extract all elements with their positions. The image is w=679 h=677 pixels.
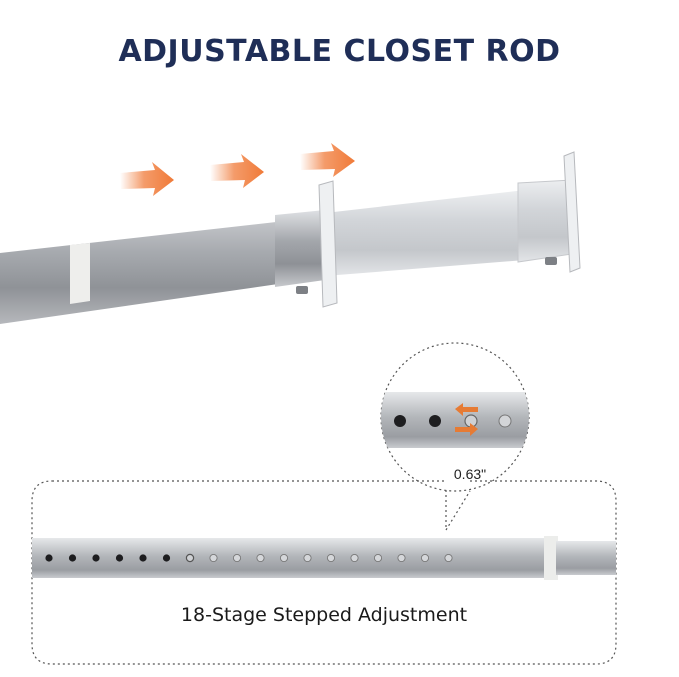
adjustment-hole xyxy=(92,554,100,562)
adjustment-hole xyxy=(68,554,77,562)
hole-spacing-label: 0.63" xyxy=(453,466,487,482)
right-arrow-icon xyxy=(120,162,174,196)
adjustment-hole xyxy=(326,553,336,563)
zoom-detail xyxy=(380,342,530,531)
adjustment-hole xyxy=(139,554,147,562)
adjustment-hole xyxy=(279,553,289,563)
adjustment-hole xyxy=(115,554,124,562)
adjustment-hole xyxy=(444,553,453,563)
adjustment-hole xyxy=(420,553,430,563)
adjustment-hole xyxy=(45,554,53,562)
adjustment-hole xyxy=(185,553,195,563)
right-arrow-icon xyxy=(210,154,264,188)
callout-box xyxy=(31,480,617,665)
adjustment-hole xyxy=(350,553,359,563)
right-arrow-icon xyxy=(300,143,355,177)
page-title: ADJUSTABLE CLOSET ROD xyxy=(118,34,561,69)
adjustment-hole xyxy=(256,553,265,563)
telescopic-rod xyxy=(0,151,581,324)
stepped-rod xyxy=(32,536,616,580)
adjustment-hole xyxy=(303,553,312,563)
adjustment-hole xyxy=(397,553,406,563)
adjustment-hole xyxy=(232,553,242,563)
double-arrow-icon xyxy=(455,403,478,436)
caption: 18-Stage Stepped Adjustment xyxy=(180,604,468,626)
adjustment-hole xyxy=(373,553,383,563)
adjustment-hole xyxy=(162,554,171,562)
adjustment-hole xyxy=(209,553,218,563)
